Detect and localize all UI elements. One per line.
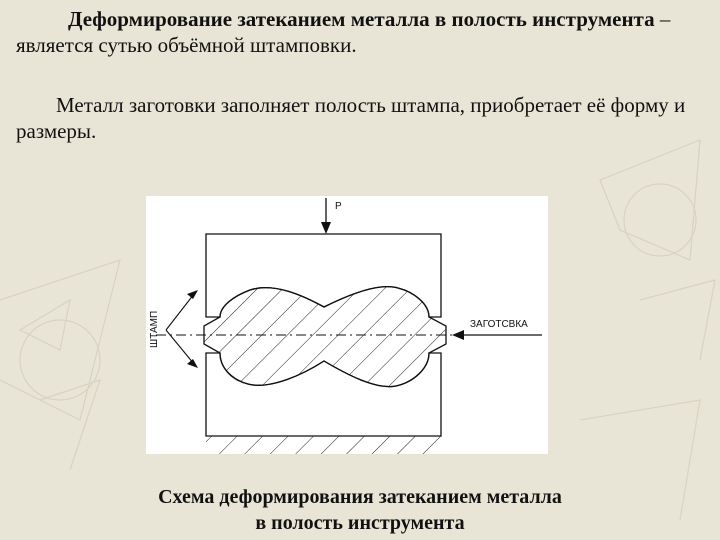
die-leader-upper-head xyxy=(187,290,198,299)
second-paragraph: Металл заготовки заполняет полость штамп… xyxy=(16,93,686,143)
die-leader-lower-head xyxy=(187,359,198,368)
die-leader-lower xyxy=(165,329,195,365)
intro-bold-text: Деформирование затеканием металла в поло… xyxy=(68,7,655,31)
forging-diagram: P ШТАМП ЗАГОТСВКА xyxy=(146,196,548,454)
die-leader-upper xyxy=(165,293,195,331)
die-label: ШТАМП xyxy=(149,311,160,348)
caption-line-1: Схема деформирования затеканием металла xyxy=(158,486,562,508)
caption-line-2: в полость инструмента xyxy=(255,512,465,534)
workpiece xyxy=(203,286,447,388)
forging-diagram-svg: P ШТАМП ЗАГОТСВКА xyxy=(149,198,542,454)
workpiece-label: ЗАГОТСВКА xyxy=(470,319,528,330)
figure-caption: Схема деформирования затеканием металла … xyxy=(60,484,660,536)
intro-rest-text: – является сутью объёмной штамповки. xyxy=(16,7,671,57)
intro-paragraph: Деформирование затеканием металла в поло… xyxy=(16,6,706,58)
force-arrow-head xyxy=(321,222,331,234)
ground-hatching xyxy=(206,436,441,454)
force-label: P xyxy=(335,201,342,212)
workpiece-arrow-head xyxy=(452,330,464,340)
